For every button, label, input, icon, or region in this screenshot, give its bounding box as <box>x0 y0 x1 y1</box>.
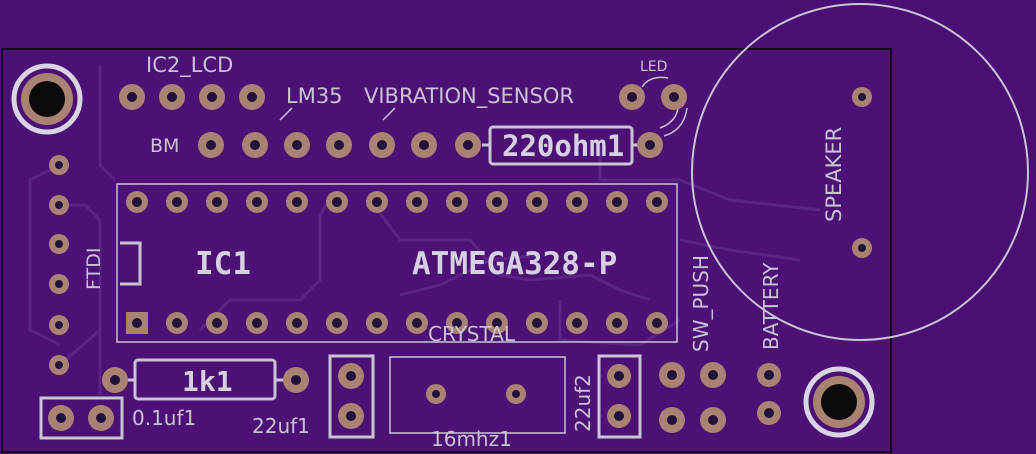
ic1-pin <box>606 312 628 334</box>
resistor-220ohm-label: 220ohm1 <box>502 129 624 163</box>
atmega-label: ATMEGA328-P <box>412 246 617 282</box>
ic1-pin <box>286 191 308 213</box>
resistor-1k <box>102 358 309 401</box>
cap-22uf-label: 22uf1 <box>252 414 310 438</box>
led-pads <box>619 84 687 110</box>
ic1-label: IC1 <box>195 246 251 282</box>
cap-01uf <box>39 396 124 440</box>
bm-label: BM <box>150 135 179 157</box>
ic1-pin <box>286 312 308 334</box>
cap-22uf <box>328 354 375 439</box>
ftdi-label: FTDI <box>83 248 105 290</box>
ic1-pin <box>246 191 268 213</box>
ic1-pin <box>206 191 228 213</box>
ftdi-pads <box>49 155 69 375</box>
ic1-pin <box>566 191 588 213</box>
ic1-pin <box>446 312 468 334</box>
crystal-value-label: 16mhz1 <box>431 427 512 451</box>
ic1-pin <box>406 312 428 334</box>
ic1-outline <box>116 183 678 343</box>
sw-push-pads <box>659 362 726 433</box>
ic1-bottom-pads <box>126 312 668 334</box>
ic1-pin <box>246 312 268 334</box>
lm35-label: LM35 <box>286 84 343 108</box>
ic2-lcd-label: IC2_LCD <box>146 53 233 78</box>
ic1-pin <box>166 312 188 334</box>
ic2-lcd-pads <box>119 84 265 110</box>
ic1-pin <box>326 312 348 334</box>
ic1-pin <box>646 191 668 213</box>
ic1-pin <box>126 191 148 213</box>
resistor-1k-label: 1k1 <box>182 365 233 398</box>
vibration-sensor-label: VIBRATION_SENSOR <box>364 84 574 109</box>
ic1-top-pads <box>126 191 668 213</box>
ic1-pin <box>406 191 428 213</box>
cap-01uf-label: 0.1uf1 <box>132 406 196 430</box>
ic1-pin <box>326 191 348 213</box>
speaker-outline <box>691 3 1029 341</box>
led-label: LED <box>640 59 667 75</box>
ic1-pin <box>486 191 508 213</box>
ic1-pin <box>366 312 388 334</box>
battery-pads <box>757 363 781 425</box>
ic1-pin <box>166 191 188 213</box>
ic1-pin <box>206 312 228 334</box>
ic1-pin <box>566 312 588 334</box>
battery-label: BATTERY <box>759 262 783 350</box>
led-outline <box>641 76 669 88</box>
ic1-pin <box>486 312 508 334</box>
speaker-pads <box>852 87 872 258</box>
ic1-pin <box>446 191 468 213</box>
cap-22uf2-label: 22uf2 <box>571 374 595 432</box>
crystal-label: CRYSTAL <box>428 322 516 346</box>
ic1-pin <box>526 312 548 334</box>
speaker-label: SPEAKER <box>822 127 846 222</box>
sw-push-label: SW_PUSH <box>689 255 713 352</box>
ic1-pin <box>126 312 148 334</box>
bm-row-pads <box>198 132 437 158</box>
ic1-pin <box>526 191 548 213</box>
ic1-pin <box>646 312 668 334</box>
resistor-220ohm <box>455 125 663 166</box>
cap-22uf2 <box>597 354 642 439</box>
ic1-pin <box>366 191 388 213</box>
mounting-hole-right <box>803 366 875 438</box>
ic1-pin <box>606 191 628 213</box>
mounting-hole-left <box>11 63 83 135</box>
crystal-pads <box>426 384 526 404</box>
crystal-outline <box>389 356 566 434</box>
